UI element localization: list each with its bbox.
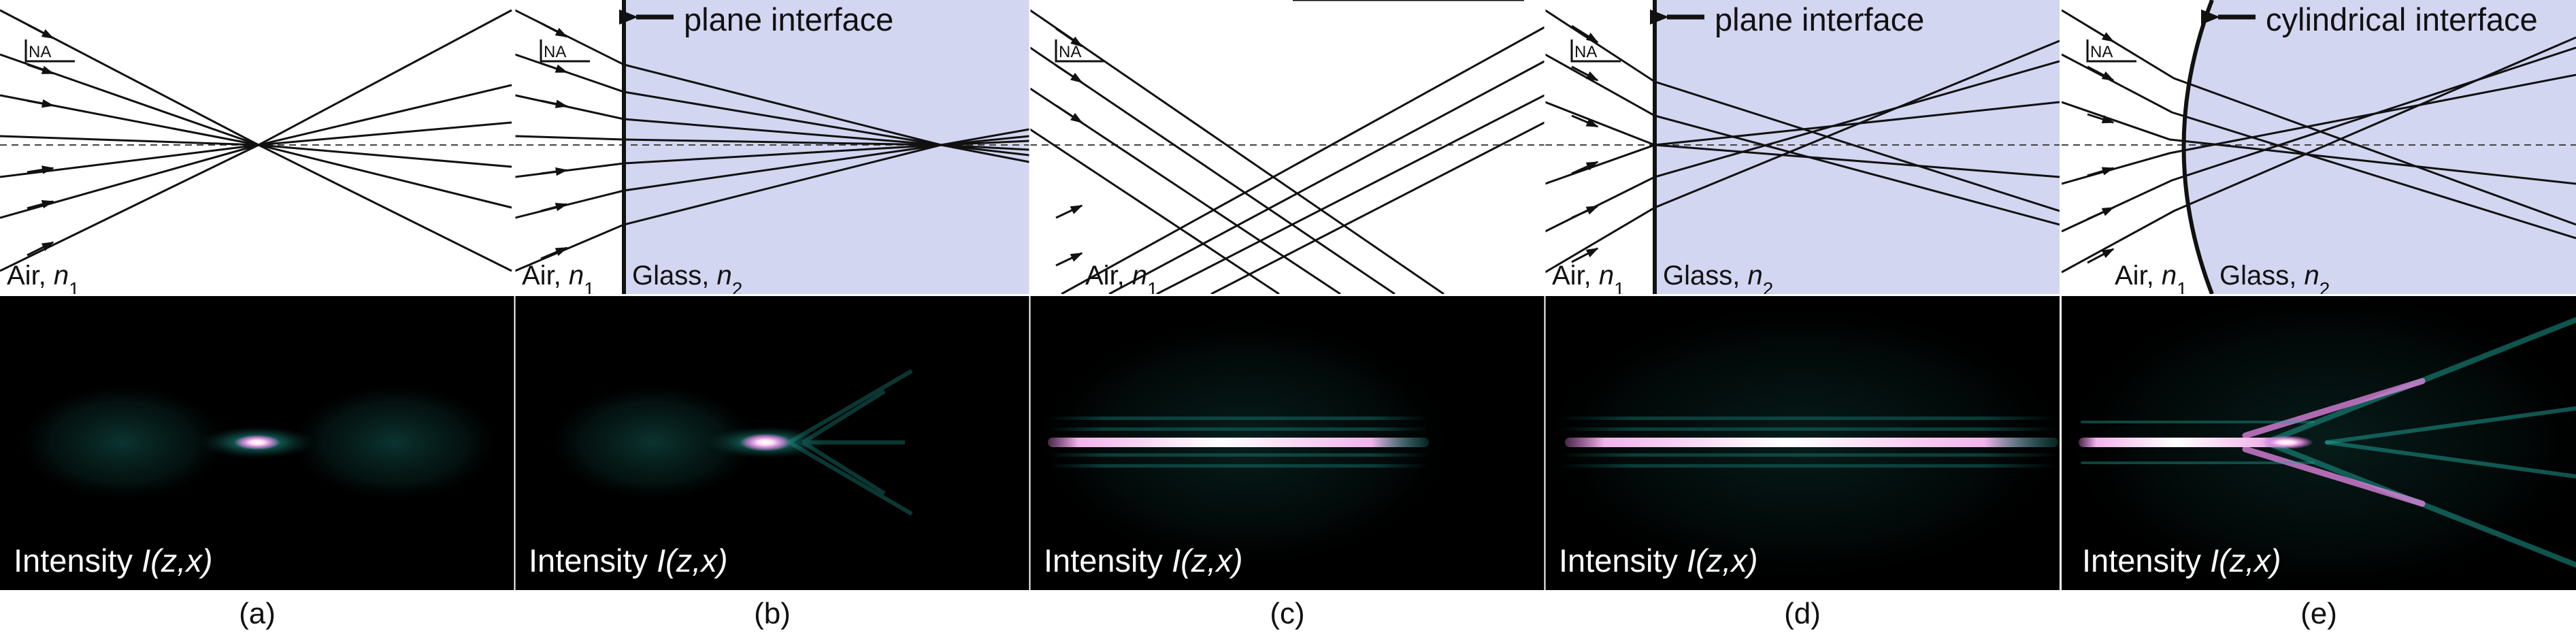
intensity-map-e: Intensity I(z,x) <box>2062 296 2576 590</box>
ray-arrows-c <box>1055 27 1083 267</box>
medium1-label: Air, n1 <box>7 261 80 299</box>
ray-arrows-a <box>27 23 54 257</box>
panel-caption: (a) <box>239 597 276 630</box>
ray-diagram-b: plane interface NA Air, n1 Glass, n2 <box>515 0 1029 299</box>
panel-b: plane interface NA Air, n1 Glass, n2 Int… <box>515 0 1029 630</box>
interface-callout: plane interface <box>1649 1 1924 37</box>
ray-diagram-d: plane interface NA Air, n1 Glass, n2 <box>1545 0 2060 299</box>
caustic-fringes <box>2081 317 2576 568</box>
na-marker-b: NA <box>540 39 590 63</box>
intensity-map-d: Intensity I(z,x) <box>1545 296 2060 590</box>
na-label: NA <box>1059 43 1081 61</box>
panel-caption: (d) <box>1784 597 1821 630</box>
medium1-label: Air, n1 <box>1552 261 1625 299</box>
medium2-label: Glass, n2 <box>1663 261 1773 299</box>
ray-diagram-e: cylindrical interface NA Air, n1 Glass, … <box>2062 0 2576 299</box>
ray-diagram-a: NA Air, n1 <box>0 9 514 299</box>
bessel-side-lobes <box>1048 417 1429 468</box>
panel-e: cylindrical interface NA Air, n1 Glass, … <box>2062 0 2576 630</box>
na-label: NA <box>1574 43 1597 61</box>
caustic-core-line <box>2079 438 2296 447</box>
medium1-label: Air, n1 <box>1085 261 1158 299</box>
medium2-label: Glass, n2 <box>2219 261 2330 299</box>
bessel-side-lobes <box>1558 417 2058 468</box>
intensity-map-c: Intensity I(z,x) <box>1030 296 1545 590</box>
rays-a <box>0 9 512 272</box>
intensity-label: Intensity I(z,x) <box>1559 542 1758 579</box>
cylindrical-interface-curve <box>2181 0 2214 294</box>
lobe-left <box>20 385 225 500</box>
intensity-map-a: Intensity I(z,x) <box>0 296 514 590</box>
ray-diagram-c: NA Air, n1 <box>1030 0 1545 299</box>
rays-c <box>1030 0 1545 294</box>
intensity-label: Intensity I(z,x) <box>1044 542 1243 579</box>
interface-callout: cylindrical interface <box>2200 1 2538 37</box>
interface-label: cylindrical interface <box>2266 1 2538 37</box>
intensity-map-b: Intensity I(z,x) <box>515 296 1029 590</box>
intensity-label: Intensity I(z,x) <box>2082 542 2281 579</box>
na-label: NA <box>544 43 566 61</box>
panel-caption: (b) <box>754 597 791 630</box>
medium1-label: Air, n1 <box>522 261 595 299</box>
bessel-core-line <box>1565 438 2058 447</box>
intensity-label: Intensity I(z,x) <box>529 542 728 579</box>
na-marker-d: NA <box>1570 39 1621 63</box>
focal-spot <box>234 435 280 450</box>
panel-a: NA Air, n1 Intensity I(z,x) (a) <box>0 9 514 630</box>
ray-arrows-e <box>2087 25 2115 264</box>
ray-arrows-b <box>540 22 568 260</box>
panel-caption: (c) <box>1270 597 1304 630</box>
na-marker-a: NA <box>24 39 75 63</box>
panel-c: NA Air, n1 Intensity I(z,x) (c) <box>1030 0 1545 630</box>
glass-region <box>2183 0 2576 294</box>
bessel-core-line <box>1048 438 1429 447</box>
na-label: NA <box>2090 43 2113 61</box>
na-marker-e: NA <box>2086 39 2136 63</box>
medium2-label: Glass, n2 <box>632 261 742 299</box>
lobe-right <box>293 385 497 500</box>
focal-spot <box>740 434 791 451</box>
lobe-left <box>551 385 755 500</box>
panel-separators <box>514 0 2062 590</box>
ray-arrows-d <box>1571 25 1599 263</box>
panel-d: plane interface NA Air, n1 Glass, n2 Int… <box>1545 0 2060 630</box>
na-label: NA <box>29 43 51 61</box>
panel-caption: (e) <box>2300 597 2337 630</box>
interface-callout: plane interface <box>618 1 893 37</box>
medium1-label: Air, n1 <box>2115 261 2187 299</box>
intensity-label: Intensity I(z,x) <box>14 542 213 579</box>
interface-label: plane interface <box>684 1 893 37</box>
caustic-hotspot <box>2259 436 2313 449</box>
na-marker-c: NA <box>1055 39 1105 63</box>
interface-label: plane interface <box>1715 1 1924 37</box>
